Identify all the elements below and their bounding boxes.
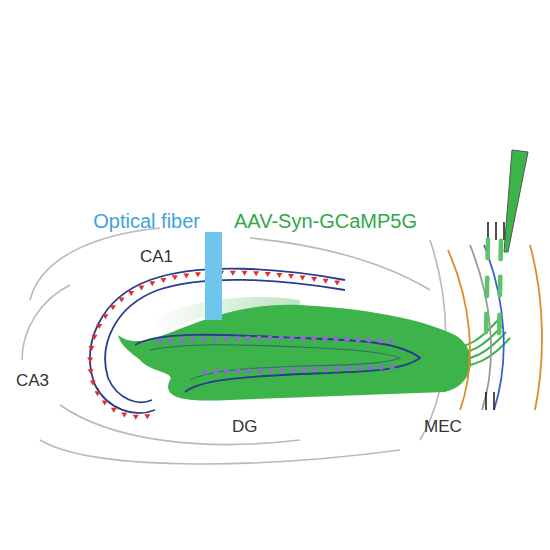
granule-cell (333, 336, 338, 341)
pyramidal-cell (160, 278, 166, 283)
granule-cell (179, 338, 184, 343)
granule-cell (389, 364, 394, 369)
granule-cell (301, 367, 306, 372)
granule-cell (334, 366, 339, 371)
pyramidal-cell (92, 335, 98, 340)
pyramidal-cell (311, 277, 317, 282)
granule-cell (278, 335, 283, 340)
granule-cell (312, 366, 317, 371)
granule-cell (356, 365, 361, 370)
pyramidal-cell (144, 414, 150, 419)
mec-cell (485, 256, 490, 261)
region-label: DG (232, 418, 258, 437)
pyramidal-cell (265, 272, 271, 277)
granule-cell (202, 369, 207, 374)
pyramidal-cell (253, 271, 259, 276)
granule-layer-inner (150, 345, 400, 380)
pyramidal-cell (102, 400, 108, 405)
pyramidal-cell (111, 408, 117, 413)
perforant-fibers (440, 320, 510, 368)
granule-cell (345, 366, 350, 371)
granule-cell (300, 336, 305, 341)
region-label: CA1 (140, 248, 173, 267)
mec-cell (484, 294, 489, 299)
granule-cell (256, 335, 261, 340)
fiber-label: Optical fiber (93, 210, 200, 232)
granule-cell (235, 369, 240, 374)
granule-cell (344, 337, 349, 342)
pyramidal-cell (276, 273, 282, 278)
pyramidal-cell (300, 275, 306, 280)
granule-cell (190, 337, 195, 342)
granule-cell (289, 335, 294, 340)
infected-mec-cells (484, 238, 504, 336)
granule-cell (246, 368, 251, 373)
granule-cell (388, 338, 393, 343)
granule-cell (201, 337, 206, 342)
injection-pipette (504, 150, 528, 252)
pyramidal-cell (94, 391, 100, 396)
pyramidal-cell (241, 271, 247, 276)
granule-cell (311, 336, 316, 341)
region-label: CA3 (16, 372, 49, 391)
mec-cell (498, 257, 503, 262)
granule-cell (279, 367, 284, 372)
granule-cell (157, 338, 162, 343)
granule-cell (367, 365, 372, 370)
mec-layers (448, 245, 542, 410)
pyramidal-cell (195, 272, 201, 277)
granule-cell (366, 337, 371, 342)
pyramidal-cell (230, 271, 236, 276)
granule-cell (168, 338, 173, 343)
granule-cells (157, 335, 394, 374)
pyramidal-cell (133, 415, 139, 420)
pyramidal-cell (149, 281, 155, 286)
fiber-glow (150, 297, 300, 335)
pyramidal-cell (110, 305, 116, 310)
pyramidal-cell (88, 369, 94, 374)
pyramidal-cell (90, 381, 96, 386)
pyramidal-cell (183, 273, 189, 278)
pyramidal-cell (121, 413, 127, 418)
pyramidal-cell (88, 346, 94, 351)
pyramidal-cell (334, 281, 340, 286)
granule-cell (377, 338, 382, 343)
region-label: MEC (424, 418, 462, 437)
granule-cell (213, 369, 218, 374)
granule-cell (290, 367, 295, 372)
granule-cell (257, 368, 262, 373)
pyramidal-cell (288, 274, 294, 279)
mec-cell (484, 330, 489, 335)
pyramidal-cell (138, 285, 144, 290)
pyramidal-cell (87, 358, 93, 363)
granule-cell (267, 335, 272, 340)
pyramidal-cell (323, 279, 329, 284)
mec-cell (498, 293, 503, 298)
pyramidal-cell (119, 298, 125, 303)
granule-cell (224, 369, 229, 374)
virus-label: AAV-Syn-GCaMP5G (234, 210, 417, 232)
granule-cell (223, 336, 228, 341)
granule-cell (245, 336, 250, 341)
granule-cell (378, 365, 383, 370)
granule-cell (212, 336, 217, 341)
granule-cell (322, 336, 327, 341)
pyramidal-cell (128, 291, 134, 296)
mec-cell (497, 331, 502, 336)
optical-fiber (205, 232, 222, 320)
granule-layer (135, 335, 420, 392)
pyramidal-cell (172, 275, 178, 280)
granule-cell (323, 366, 328, 371)
pyramidal-cell (96, 324, 102, 329)
granule-cell (355, 337, 360, 342)
pyramidal-cell (102, 314, 108, 319)
granule-cell (268, 368, 273, 373)
granule-cell (234, 336, 239, 341)
